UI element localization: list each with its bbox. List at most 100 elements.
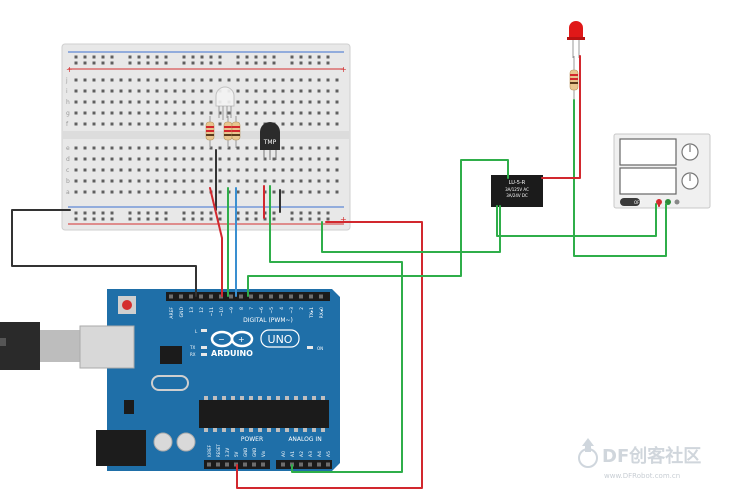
breadboard-hole — [110, 157, 114, 161]
usb-cable — [0, 322, 80, 370]
digital-pin-label: ~9 — [229, 307, 235, 314]
digital-pin-hole[interactable] — [199, 294, 203, 299]
digital-pin-hole[interactable] — [319, 294, 323, 299]
breadboard-hole — [137, 168, 141, 172]
breadboard-hole — [263, 179, 267, 183]
rail-hole — [326, 55, 330, 59]
breadboard-hole — [146, 122, 150, 126]
power-pin-hole[interactable] — [234, 462, 238, 467]
digital-pin-hole[interactable] — [269, 294, 273, 299]
breadboard-hole — [236, 168, 240, 172]
rail-hole — [164, 55, 168, 59]
breadboard-hole — [317, 89, 321, 93]
breadboard-hole — [308, 78, 312, 82]
relay-label-model: LU-5-R — [509, 180, 526, 186]
breadboard-hole — [173, 179, 177, 183]
digital-pin-hole[interactable] — [219, 294, 223, 299]
chip-pin — [294, 396, 298, 400]
breadboard-hole — [254, 157, 258, 161]
breadboard-hole — [290, 111, 294, 115]
analog-pin-hole[interactable] — [281, 462, 285, 467]
breadboard-hole — [209, 179, 213, 183]
breadboard-hole — [236, 100, 240, 104]
breadboard-hole — [173, 78, 177, 82]
breadboard-hole — [155, 78, 159, 82]
breadboard-hole — [74, 78, 78, 82]
rail-hole — [326, 217, 330, 221]
analog-pin-hole[interactable] — [317, 462, 321, 467]
digital-pin-hole[interactable] — [239, 294, 243, 299]
power-pin-hole[interactable] — [216, 462, 220, 467]
breadboard-hole — [254, 190, 258, 194]
digital-pin-hole[interactable] — [279, 294, 283, 299]
breadboard-hole — [326, 190, 330, 194]
rail-hole — [317, 211, 321, 215]
breadboard-hole — [209, 146, 213, 150]
breadboard-hole — [137, 122, 141, 126]
reset-button[interactable] — [122, 300, 132, 310]
breadboard-hole — [182, 168, 186, 172]
breadboard-hole — [110, 78, 114, 82]
breadboard-hole — [335, 146, 339, 150]
chip-pin — [249, 396, 253, 400]
analog-header — [276, 460, 332, 469]
breadboard-hole — [83, 89, 87, 93]
breadboard-hole — [164, 89, 168, 93]
digital-pin-hole[interactable] — [179, 294, 183, 299]
digital-pin-hole[interactable] — [299, 294, 303, 299]
digital-pin-hole[interactable] — [289, 294, 293, 299]
breadboard-hole — [299, 122, 303, 126]
digital-pin-hole[interactable] — [249, 294, 253, 299]
analog-pin-label: A1 — [290, 451, 296, 457]
chip-pin — [285, 396, 289, 400]
breadboard-hole — [200, 89, 204, 93]
power-pin-hole[interactable] — [225, 462, 229, 467]
analog-pin-hole[interactable] — [308, 462, 312, 467]
watermark-ring-icon — [578, 448, 598, 468]
analog-pin-hole[interactable] — [299, 462, 303, 467]
analog-pin-hole[interactable] — [326, 462, 330, 467]
rail-hole — [146, 55, 150, 59]
digital-pin-hole[interactable] — [309, 294, 313, 299]
rail-hole — [254, 61, 258, 65]
digital-pin-hole[interactable] — [169, 294, 173, 299]
rail-hole — [137, 217, 141, 221]
rail-hole — [191, 211, 195, 215]
digital-pin-hole[interactable] — [209, 294, 213, 299]
rail-hole — [182, 217, 186, 221]
analog-pin-label: A4 — [317, 451, 323, 457]
breadboard-hole — [245, 78, 249, 82]
tx-led-label: TX — [189, 345, 195, 350]
breadboard-hole — [83, 122, 87, 126]
breadboard-hole — [218, 179, 222, 183]
breadboard-hole — [128, 122, 132, 126]
rail-hole — [272, 217, 276, 221]
breadboard-hole — [155, 179, 159, 183]
rail-hole — [128, 217, 132, 221]
digital-pin-hole[interactable] — [189, 294, 193, 299]
breadboard-hole — [173, 89, 177, 93]
breadboard-hole — [308, 157, 312, 161]
wire-green-pin8-relay — [247, 159, 509, 297]
breadboard-hole — [236, 89, 240, 93]
digital-pin-label: TX▸1 — [309, 307, 315, 319]
breadboard-hole — [272, 190, 276, 194]
power-switch[interactable] — [620, 198, 640, 206]
breadboard-hole — [74, 146, 78, 150]
digital-pin-hole[interactable] — [229, 294, 233, 299]
breadboard-hole — [101, 100, 105, 104]
breadboard-hole — [191, 89, 195, 93]
breadboard-hole — [128, 100, 132, 104]
breadboard-hole — [272, 89, 276, 93]
breadboard-hole — [317, 78, 321, 82]
power-pin-hole[interactable] — [252, 462, 256, 467]
breadboard-hole — [182, 111, 186, 115]
power-pin-hole[interactable] — [261, 462, 265, 467]
power-pin-hole[interactable] — [243, 462, 247, 467]
rail-hole — [299, 211, 303, 215]
power-pin-hole[interactable] — [207, 462, 211, 467]
digital-pin-hole[interactable] — [259, 294, 263, 299]
uno-badge — [260, 329, 300, 348]
